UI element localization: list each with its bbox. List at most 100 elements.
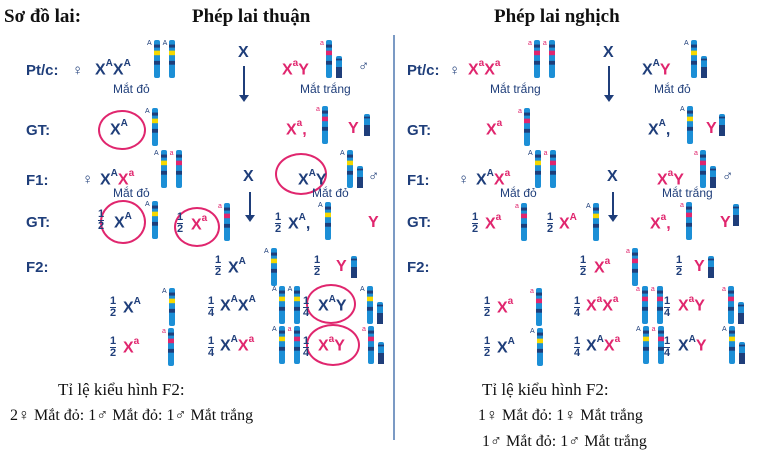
gamete-f1-male-y-reverse: Y: [720, 214, 731, 231]
chromosome-icon: [718, 114, 726, 141]
cross-symbol: X: [607, 168, 618, 185]
chromosome-icon: [367, 326, 375, 369]
female-symbol: ♀: [72, 62, 84, 79]
chromosome-pair-icon: a: [694, 150, 717, 193]
highlight-circle: [100, 200, 146, 244]
allele-label: a: [316, 106, 320, 113]
gamete-f1-female-1: XA: [114, 211, 132, 232]
gamete-f1-female-2: Xa: [191, 213, 208, 234]
summary-ratio-reverse-2: 1♂ Mắt đỏ: 1♂ Mắt trắng: [482, 433, 647, 450]
highlight-circle: [306, 324, 360, 366]
chromosome-icon: [325, 40, 333, 83]
chromosome-icon: [377, 342, 385, 369]
down-arrow-icon: [604, 66, 614, 102]
chromosome-icon: [641, 286, 649, 329]
chromosome-icon: [356, 166, 364, 193]
phenotype-p-female-reverse: Mắt trắng: [490, 82, 541, 96]
chromosome-icon: [536, 328, 544, 371]
chromosome-icon: [151, 201, 159, 244]
allele-label: A: [680, 106, 685, 113]
allele-label: A: [722, 326, 727, 333]
allele-label: A: [272, 326, 277, 333]
allele-label: a: [515, 203, 519, 210]
chromosome-icon: [707, 256, 715, 283]
chromosome-icon: [293, 326, 301, 369]
forward-cross-title: Phép lai thuận: [192, 6, 311, 27]
allele-label: A: [162, 40, 168, 47]
chromosome-icon: [324, 202, 332, 245]
chromosome-icon: a: [162, 328, 175, 371]
genotype-f1-male: XAY: [298, 168, 327, 189]
f2-header-gamete-y-reverse: Y: [694, 258, 705, 275]
divider-line: [393, 35, 395, 440]
allele-label: A: [530, 328, 535, 335]
f2-left-gamete-1-reverse: Xa: [497, 296, 514, 317]
cross-symbol: X: [238, 44, 249, 61]
chromosome-icon: [168, 40, 176, 83]
row-label-f2: F2:: [26, 259, 49, 276]
chromosome-icon: a: [515, 203, 528, 246]
allele-label: A: [528, 150, 533, 157]
chromosome-icon: [535, 288, 543, 331]
gamete-f1-male-y: Y: [368, 214, 379, 231]
summary-ratio: 2♀ Mắt đỏ: 1♂ Mắt đỏ: 1♂ Mắt trắng: [10, 407, 254, 424]
down-arrow-icon: [239, 66, 249, 102]
gamete-f1-female-1-reverse: Xa: [485, 212, 502, 233]
chromosome-icon: [153, 40, 161, 83]
chromosome-icon: [690, 40, 698, 83]
female-symbol: ♀: [449, 62, 461, 79]
chromosome-icon: [738, 342, 746, 369]
gamete-female: XA: [110, 118, 128, 139]
allele-label: a: [287, 326, 292, 333]
row-label-gt-reverse: GT:: [407, 122, 432, 139]
chromosome-icon: [699, 150, 707, 193]
chromosome-icon: [656, 286, 664, 329]
chromosome-icon: [732, 204, 740, 231]
phenotype-p-male: Mắt trắng: [300, 82, 351, 96]
male-symbol: ♂: [358, 58, 370, 75]
f2-genotype-cell: XAXA: [220, 294, 256, 315]
chromosome-icon: [737, 302, 745, 329]
chromosome-icon: [520, 203, 528, 246]
row-label-f2-reverse: F2:: [407, 259, 430, 276]
chromosome-pair-icon: a: [362, 326, 385, 369]
chromosome-icon: [523, 108, 531, 151]
phenotype-f1-male-reverse: Mắt trắng: [662, 186, 713, 200]
chromosome-pair-icon: A: [722, 326, 746, 369]
chromosome-icon: [278, 286, 286, 329]
phenotype-f1-female: Mắt đỏ: [113, 186, 150, 200]
genotype-f1-male-reverse: XaY: [657, 168, 684, 189]
chromosome-pair-icon: a: [320, 40, 343, 83]
summary-title: Tỉ lệ kiểu hình F2:: [58, 380, 185, 399]
chromosome-icon: [549, 150, 557, 193]
chromosome-icon: [346, 150, 354, 193]
allele-label: a: [650, 286, 655, 293]
chromosome-icon: [321, 106, 329, 149]
gamete-female-reverse: Xa: [486, 118, 503, 139]
allele-label: A: [162, 288, 167, 295]
chromosome-icon: [350, 256, 358, 283]
chromosome-icon: [167, 328, 175, 371]
gamete-male-x: Xa,: [286, 118, 307, 139]
chromosome-icon: a: [530, 288, 543, 331]
chromosome-icon: [363, 114, 371, 141]
gamete-male-y: Y: [348, 120, 359, 137]
highlight-circle: [174, 207, 220, 247]
chromosome-icon: [685, 202, 693, 245]
chromosome-icon: a: [518, 108, 531, 151]
allele-label: A: [340, 150, 345, 157]
allele-label: A: [684, 40, 689, 47]
chromosome-icon: [278, 326, 286, 369]
f2-genotype-cell: XAXa: [220, 334, 255, 355]
